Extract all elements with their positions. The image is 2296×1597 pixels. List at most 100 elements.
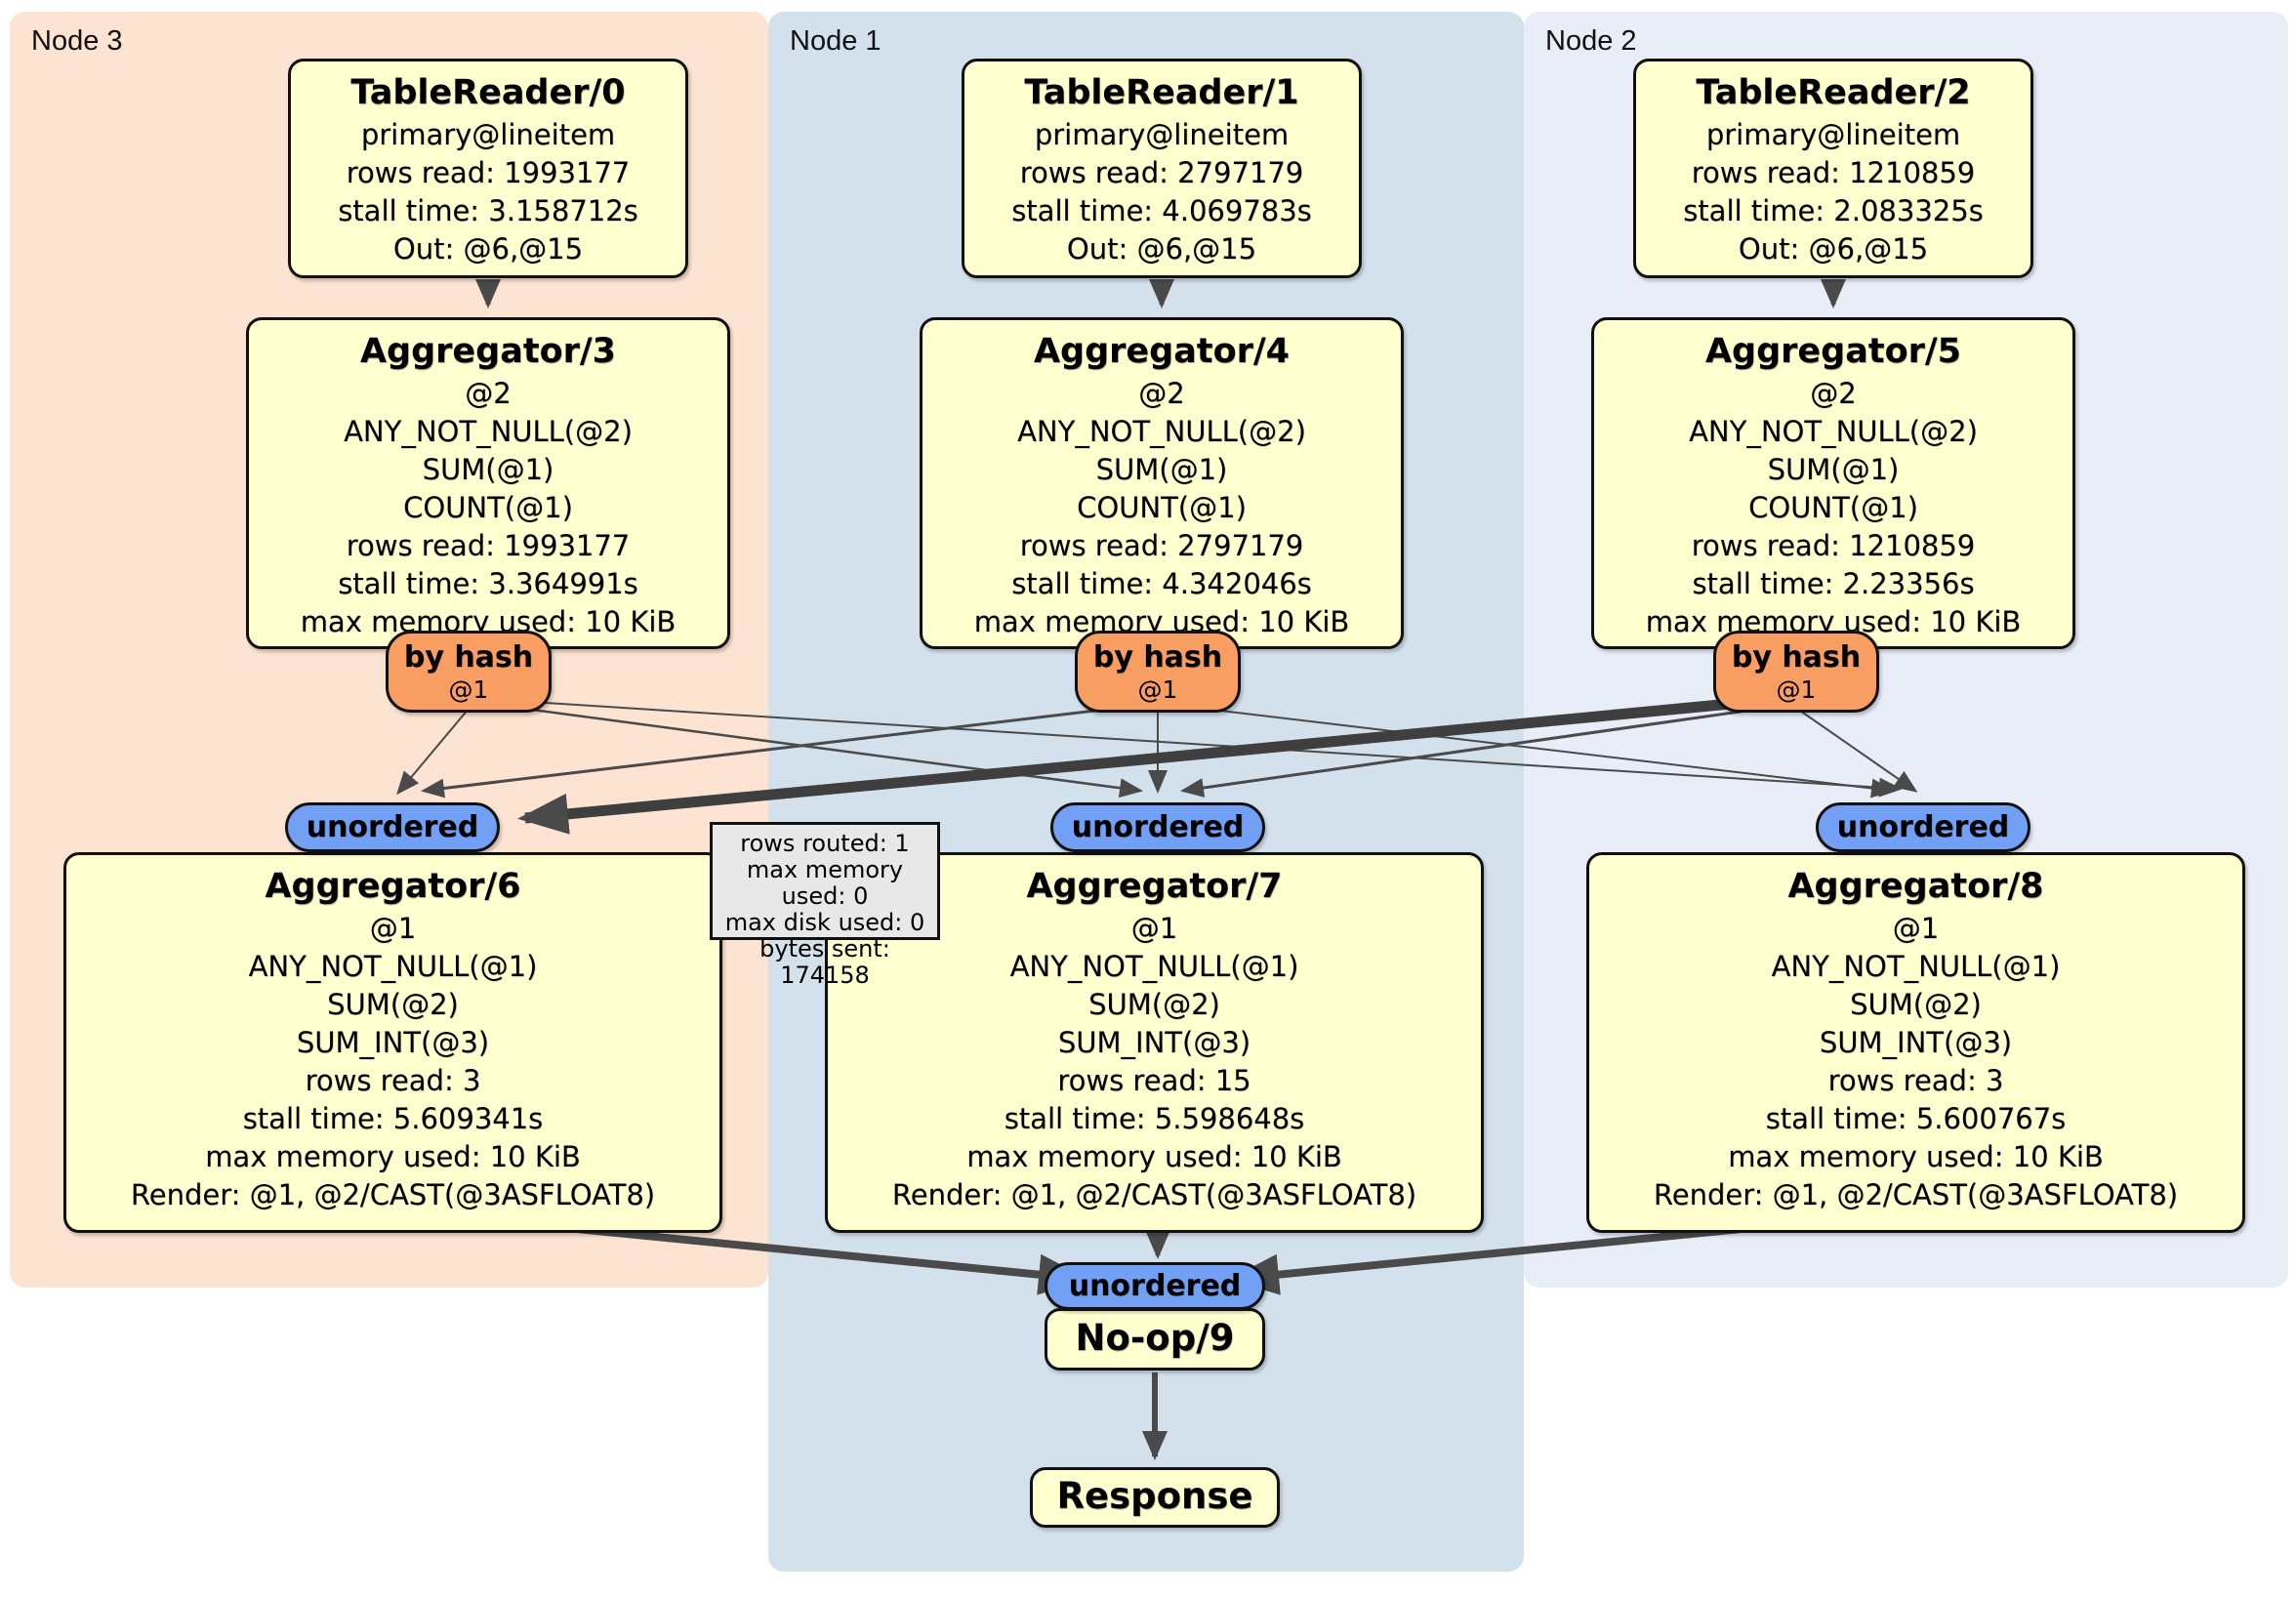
stream-hash4-sync6[interactable]: [421, 703, 1145, 798]
router-label: by hash: [403, 640, 534, 675]
text-line: rows read: 3: [1827, 1064, 2004, 1097]
processor-response[interactable]: Response: [1030, 1467, 1280, 1528]
text-line: SUM_INT(@3): [296, 1026, 490, 1059]
text-line: SUM_INT(@3): [1057, 1026, 1251, 1059]
processor-detail-lines: primary@lineitem rows read: 1210859 stall …: [1636, 116, 2030, 268]
text-line: Out: @6,@15: [1738, 232, 1929, 266]
text-line: rows read: 2797179: [1019, 529, 1304, 562]
text-line: Render: @1, @2/CAST(@3ASFLOAT8): [891, 1178, 1417, 1211]
processor-title: No-op/9: [1075, 1317, 1235, 1359]
sync-unordered-agg6[interactable]: unordered: [285, 802, 500, 852]
text-line: rows read: 1993177: [346, 529, 631, 562]
text-line: bytes sent: 174158: [759, 935, 890, 989]
text-line: max memory used: 10 KiB: [205, 1140, 581, 1173]
stream-hash5-sync7[interactable]: [1180, 703, 1789, 798]
text-line: ANY_NOT_NULL(@2): [1689, 415, 1978, 448]
text-line: primary@lineitem: [360, 118, 616, 151]
processor-noop-9[interactable]: No-op/9: [1045, 1308, 1265, 1371]
sync-label: unordered: [1836, 810, 2010, 844]
text-line: rows read: 15: [1057, 1064, 1251, 1097]
stream-agg6-sync9[interactable]: [546, 1222, 1089, 1295]
text-line: stall time: 5.609341s: [242, 1102, 544, 1135]
router-detail: @1: [1776, 676, 1817, 704]
router-by-hash-node1[interactable]: by hash @1: [1075, 631, 1241, 713]
text-line: stall time: 2.083325s: [1683, 194, 1984, 227]
text-line: stall time: 4.342046s: [1011, 567, 1312, 600]
node-1-label: Node 1: [790, 25, 882, 57]
text-line: max memory used: 10 KiB: [966, 1140, 1342, 1173]
stream-hash3-sync8[interactable]: [483, 698, 1903, 798]
text-line: @1: [1892, 912, 1940, 945]
text-line: SUM(@2): [1850, 988, 1982, 1021]
text-line: Out: @6,@15: [392, 232, 584, 266]
text-line: stall time: 5.600767s: [1765, 1102, 2067, 1135]
processor-tablereader-0[interactable]: TableReader/0 primary@lineitem rows read:…: [288, 59, 688, 278]
text-line: ANY_NOT_NULL(@1): [1009, 950, 1299, 983]
text-line: stall time: 3.364991s: [338, 567, 638, 600]
router-by-hash-node3[interactable]: by hash @1: [386, 631, 552, 713]
stream-agg8-sync9[interactable]: [1228, 1222, 1773, 1295]
processor-title: Aggregator/8: [1787, 867, 2044, 906]
text-line: Render: @1, @2/CAST(@3ASFLOAT8): [1653, 1178, 2179, 1211]
text-line: stall time: 3.158712s: [338, 194, 638, 227]
text-line: rows routed: 1: [740, 830, 910, 857]
processor-title: TableReader/2: [1696, 73, 1971, 112]
text-line: primary@lineitem: [1705, 118, 1961, 151]
text-line: rows read: 1210859: [1691, 156, 1976, 189]
text-line: ANY_NOT_NULL(@1): [248, 950, 538, 983]
stream-hash5-sync8[interactable]: [1799, 710, 1918, 793]
sync-label: unordered: [1068, 1269, 1242, 1303]
stream-hash3-sync7[interactable]: [479, 701, 1143, 798]
stream-hash4-sync8[interactable]: [1170, 704, 1895, 798]
text-line: max memory used: 10 KiB: [1728, 1140, 2104, 1173]
text-line: rows read: 1210859: [1691, 529, 1976, 562]
sync-unordered-agg8[interactable]: unordered: [1816, 802, 2030, 852]
processor-title: Response: [1056, 1475, 1253, 1517]
sync-unordered-agg7[interactable]: unordered: [1050, 802, 1265, 852]
processor-title: TableReader/1: [1024, 73, 1299, 112]
text-line: stall time: 5.598648s: [1004, 1102, 1305, 1135]
stream-hash5-sync6[interactable]: [517, 693, 1784, 835]
text-line: @2: [465, 377, 512, 410]
text-line: rows read: 1993177: [346, 156, 631, 189]
processor-title: Aggregator/7: [1026, 867, 1283, 906]
text-line: SUM_INT(@3): [1819, 1026, 2013, 1059]
stream-hash3-sync6[interactable]: [396, 708, 470, 796]
sync-label: unordered: [1071, 810, 1245, 844]
router-label: by hash: [1731, 640, 1862, 675]
processor-title: TableReader/0: [350, 73, 626, 112]
router-detail: @1: [448, 676, 489, 704]
router-by-hash-node2[interactable]: by hash @1: [1713, 631, 1879, 713]
text-line: stall time: 2.23356s: [1692, 567, 1975, 600]
text-line: COUNT(@1): [1748, 491, 1918, 524]
text-line: @1: [1130, 912, 1178, 945]
processor-title: Aggregator/6: [265, 867, 521, 906]
text-line: Out: @6,@15: [1066, 232, 1257, 266]
processor-tablereader-2[interactable]: TableReader/2 primary@lineitem rows read:…: [1633, 59, 2033, 278]
text-line: SUM(@1): [422, 453, 554, 486]
text-line: max memory used: 0: [746, 856, 904, 910]
sync-label: unordered: [306, 810, 479, 844]
text-line: SUM(@2): [327, 988, 459, 1021]
text-line: ANY_NOT_NULL(@2): [344, 415, 633, 448]
text-line: Render: @1, @2/CAST(@3ASFLOAT8): [130, 1178, 656, 1211]
sync-unordered-noop[interactable]: unordered: [1045, 1262, 1265, 1310]
text-line: stall time: 4.069783s: [1011, 194, 1312, 227]
text-line: primary@lineitem: [1034, 118, 1290, 151]
router-detail: @1: [1137, 676, 1178, 704]
processor-title: Aggregator/4: [1033, 332, 1291, 371]
